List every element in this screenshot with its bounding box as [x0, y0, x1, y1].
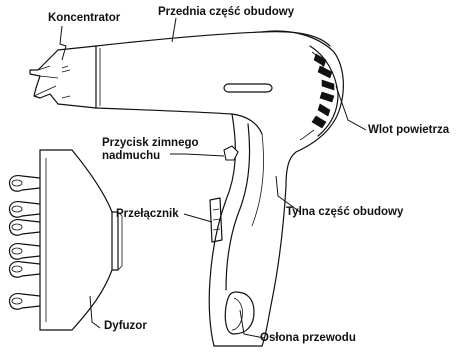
label-rear-housing: Tylna część obudowy [286, 206, 403, 219]
label-cold-shot-button: Przycisk zimnego nadmuchu [102, 137, 199, 163]
label-concentrator: Koncentrator [48, 12, 120, 25]
handle [209, 114, 263, 346]
cord-guard [225, 292, 254, 334]
label-diffuser: Dyfuzor [104, 320, 147, 333]
diffuser-prongs [10, 176, 41, 310]
hair-dryer [30, 31, 343, 346]
front-housing [96, 32, 330, 134]
label-front-housing: Przednia część obudowy [158, 6, 294, 19]
air-intake-grille [300, 46, 338, 140]
label-cord-guard: Osłona przewodu [260, 332, 356, 345]
label-switch: Przełącznik [116, 208, 179, 221]
label-cold-shot-button-line2: nadmuchu [102, 150, 199, 163]
diffuser [10, 150, 123, 330]
label-cold-shot-button-line1: Przycisk zimnego [102, 137, 199, 150]
label-air-intake: Wlot powietrza [368, 124, 449, 137]
rear-housing [262, 31, 343, 346]
